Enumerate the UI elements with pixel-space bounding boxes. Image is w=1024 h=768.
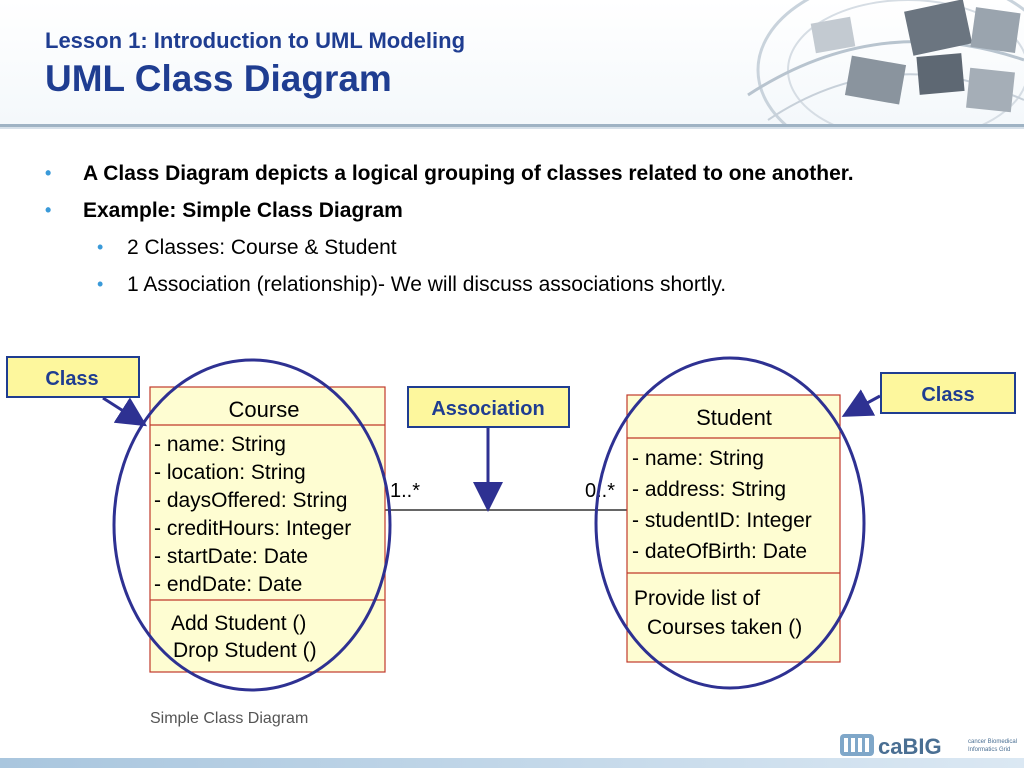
footer-band: [0, 758, 1024, 768]
cabig-logo: caBIG cancer Biomedical Informatics Grid: [840, 734, 1017, 759]
logo-text: caBIG: [878, 734, 942, 759]
course-class-name: Course: [229, 397, 300, 422]
course-highlight-ellipse: [112, 358, 392, 692]
uml-class-diagram: 1..* 0..* Course - name: String - locati…: [6, 356, 1016, 692]
bullet-item: • Example: Simple Class Diagram: [45, 195, 1005, 226]
course-attribute: - creditHours: Integer: [154, 517, 351, 540]
callout-arrow: [841, 389, 881, 417]
logo-subtext: Informatics Grid: [968, 747, 1010, 753]
student-attribute: - dateOfBirth: Date: [632, 540, 807, 563]
globe-graphic-icon: [747, 0, 1024, 124]
left-multiplicity: 1..*: [390, 480, 420, 502]
student-attribute: - address: String: [632, 478, 786, 501]
bullet-text: Example: Simple Class Diagram: [83, 199, 403, 222]
callout-arrow: [102, 396, 148, 427]
bullet-text: 2 Classes: Course & Student: [127, 236, 397, 259]
slide-title: UML Class Diagram: [45, 58, 392, 99]
diagram-caption: Simple Class Diagram: [150, 710, 309, 727]
course-class-box: Course - name: String - location: String…: [149, 386, 386, 673]
student-highlight-ellipse: [594, 356, 866, 690]
student-operation: Courses taken (): [647, 616, 802, 639]
student-class-box: Student - name: String - address: String…: [626, 394, 841, 663]
lesson-subtitle: Lesson 1: Introduction to UML Modeling: [45, 28, 466, 53]
callout-label: Association: [431, 398, 544, 420]
bullet-list: • A Class Diagram depicts a logical grou…: [45, 158, 1005, 306]
bullet-dot-icon: •: [45, 200, 52, 220]
bullet-dot-icon: •: [97, 274, 104, 294]
header-divider: [0, 124, 1024, 127]
sub-bullet-item: • 1 Association (relationship)- We will …: [45, 269, 1005, 300]
cabig-logo-icon: [840, 734, 874, 756]
student-operation: Provide list of: [634, 587, 760, 610]
course-operation: Drop Student (): [173, 639, 317, 662]
bullet-item: • A Class Diagram depicts a logical grou…: [45, 158, 1005, 189]
bullet-text: 1 Association (relationship)- We will di…: [127, 273, 727, 296]
bullet-dot-icon: •: [45, 163, 52, 183]
callout-label: Class: [921, 384, 974, 406]
course-attribute: - endDate: Date: [154, 573, 302, 596]
course-attribute: - location: String: [154, 461, 306, 484]
student-attribute: - studentID: Integer: [632, 509, 812, 532]
student-class-name: Student: [696, 405, 772, 430]
bullet-dot-icon: •: [97, 237, 104, 257]
course-attribute: - daysOffered: String: [154, 489, 347, 512]
callout-label: Class: [45, 368, 98, 390]
student-attribute: - name: String: [632, 447, 764, 470]
sub-bullet-item: • 2 Classes: Course & Student: [45, 232, 1005, 263]
bullet-text: A Class Diagram depicts a logical groupi…: [83, 162, 854, 185]
class-callout-right: Class: [880, 372, 1016, 414]
course-attribute: - startDate: Date: [154, 545, 308, 568]
association-callout: Association: [407, 386, 570, 428]
header-divider-shadow: [0, 127, 1024, 129]
right-multiplicity: 0..*: [585, 480, 615, 502]
course-attribute: - name: String: [154, 433, 286, 456]
logo-subtext: cancer Biomedical: [968, 739, 1017, 745]
course-operation: Add Student (): [171, 612, 306, 635]
class-callout-left: Class: [6, 356, 140, 398]
